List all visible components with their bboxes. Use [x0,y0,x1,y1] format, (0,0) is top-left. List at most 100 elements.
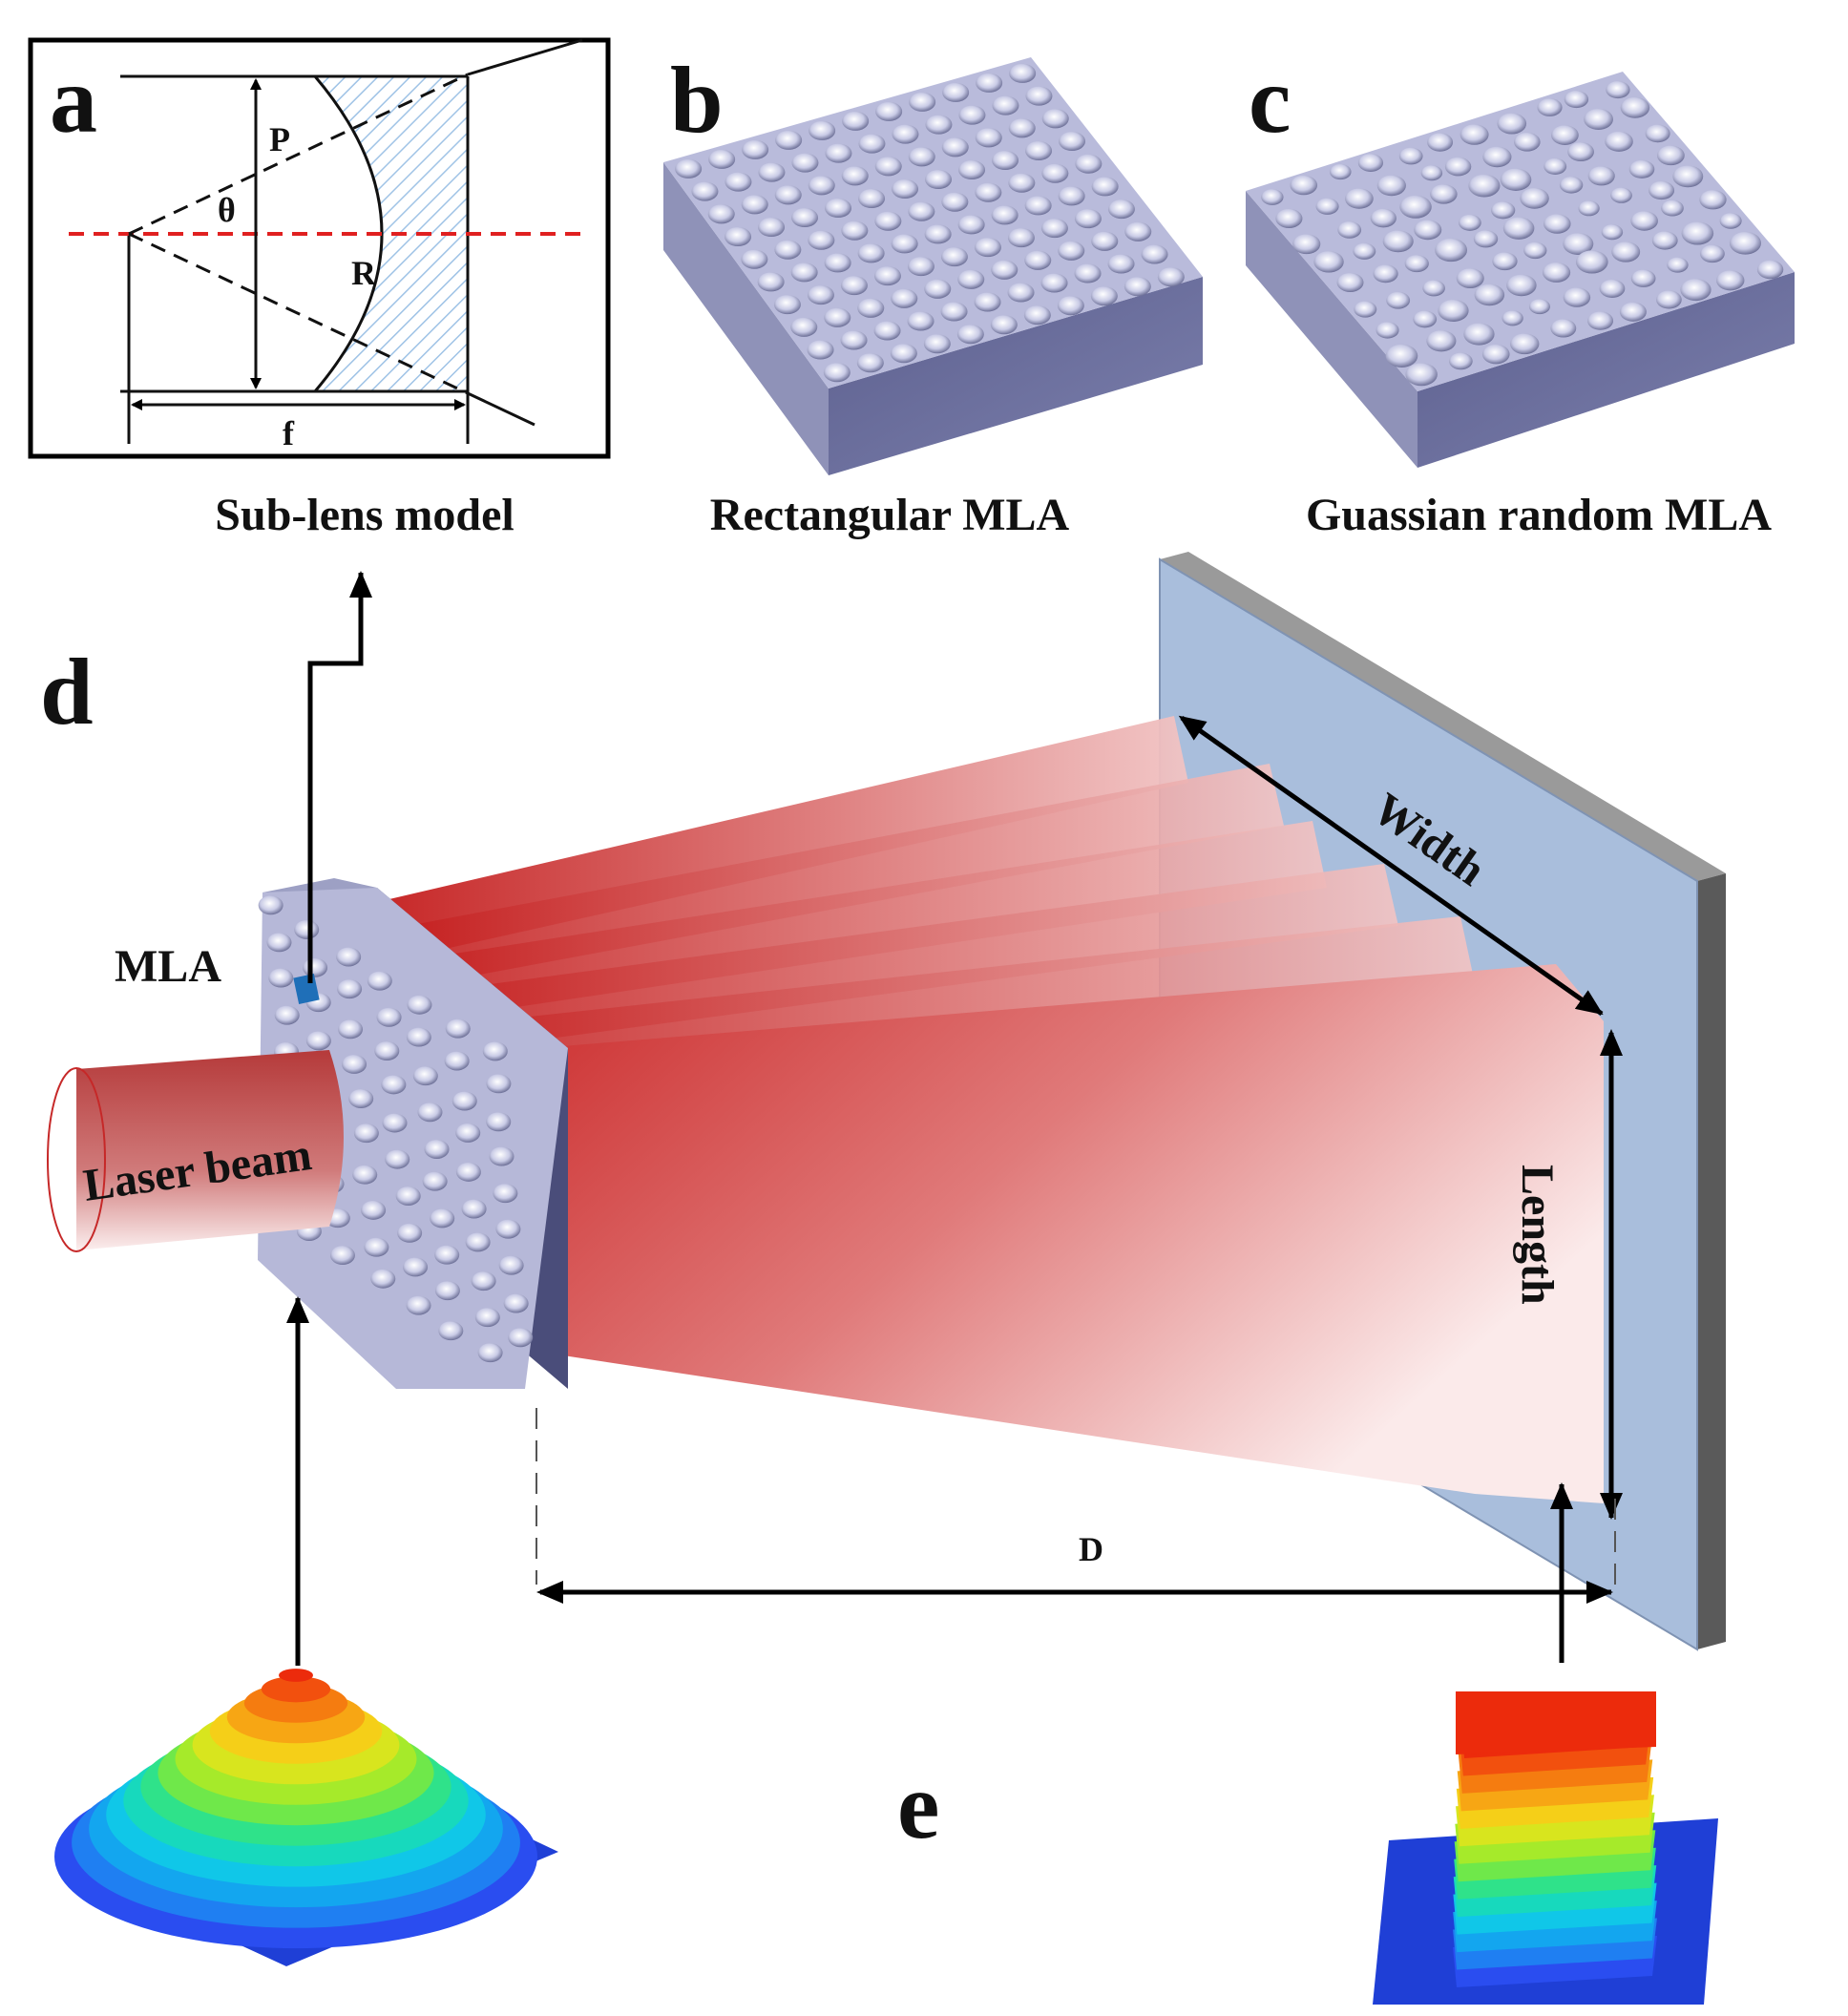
lenslet [1074,208,1102,229]
lenslet [1681,221,1714,245]
lenslet [1449,352,1473,370]
d-label: D [1079,1530,1103,1568]
lenslet [808,176,835,196]
lenslet [1544,214,1571,234]
lenslet [1528,299,1550,315]
sub-lens-pointer-arrow [307,571,372,983]
gaussian-input-profile [54,1669,558,1966]
lenslet [1426,329,1457,352]
lenslet [1544,158,1567,175]
lenslet [774,185,802,205]
lenslet [1007,227,1035,248]
lenslet [364,1237,389,1257]
lenslet [367,971,392,991]
lenslet [1275,208,1303,228]
lenslet [1459,214,1481,231]
lenslet [957,215,985,235]
lenslet [1435,238,1468,262]
lenslet [1667,257,1689,273]
lenslet [1502,310,1523,326]
lenslet [825,198,852,219]
flat-top-peak [1456,1691,1656,1754]
label-r: R [351,254,377,292]
lenslet [1756,260,1784,280]
lenslet [1473,230,1499,248]
lenslet [908,147,935,167]
lenslet [417,1102,443,1123]
lenslet [1456,268,1484,288]
lenslet [1520,187,1549,209]
lenslet [992,150,1019,171]
lenslet [385,1149,410,1169]
lenslet [858,134,886,154]
lenslet [1107,199,1135,220]
lenslet [941,137,969,158]
lenslet [1329,163,1352,180]
lenslet [1290,175,1318,196]
lenslet [875,101,903,121]
lenslet [465,1232,491,1252]
flat-top-output-profile [1373,1691,1718,2005]
lenslet [1699,190,1727,210]
lenslet [1492,252,1518,271]
lenslet [908,201,935,221]
lenslet [1357,154,1384,172]
lenslet [909,92,936,112]
lenslet [434,1245,460,1265]
lenslet [1628,159,1655,178]
lenslet [1007,283,1035,303]
label-f: f [283,414,295,452]
lenslet [958,105,986,125]
lenslet [1575,250,1608,274]
lenslet [403,1257,429,1277]
lenslet [422,1171,448,1191]
panel-a-frame [28,37,611,459]
lenslet [370,1269,396,1289]
lenslet [407,995,432,1015]
lenslet [412,1066,438,1086]
lenslet [892,124,919,144]
lenslet [1606,80,1630,99]
lenslet [266,933,292,953]
mla-label: MLA [115,941,221,992]
panel-c-caption: Guassian random MLA [1306,490,1772,540]
lenslet [791,207,819,228]
lenslet [1430,184,1458,204]
lenslet [445,1018,471,1039]
lenslet [1699,244,1725,263]
lenslet [857,298,885,318]
lenslet [424,1139,450,1159]
lenslet [892,178,919,200]
lenslet [382,1113,408,1133]
lenslet [807,340,834,360]
lenslet [1024,196,1052,216]
lenslet [1468,174,1501,198]
lenslet [1587,311,1614,330]
lenslet [361,1200,387,1220]
lenslet [976,73,1003,93]
lenslet [1386,291,1411,309]
lenslet [336,947,362,967]
lenslet [1353,242,1376,260]
lenslet [376,1007,402,1027]
lenslet [1661,200,1684,217]
lenslet [1620,96,1650,118]
panel-c: c Guassian random MLA [1246,47,1795,540]
label-theta: θ [218,191,236,229]
lenslet [1523,242,1547,260]
lenslet [707,204,735,224]
lenslet [1537,98,1563,116]
lenslet [1399,195,1432,219]
lenslet [1481,344,1510,365]
lenslet [1491,201,1516,220]
lenslet [438,1321,464,1341]
lenslet [974,292,1001,312]
lenslet [1680,278,1712,302]
panel-e: e [54,1669,1718,2005]
lenslet [774,240,802,260]
lenslet [841,166,869,186]
lenslet [294,919,320,939]
lenslet [1009,63,1037,83]
lenslet [489,1146,514,1166]
